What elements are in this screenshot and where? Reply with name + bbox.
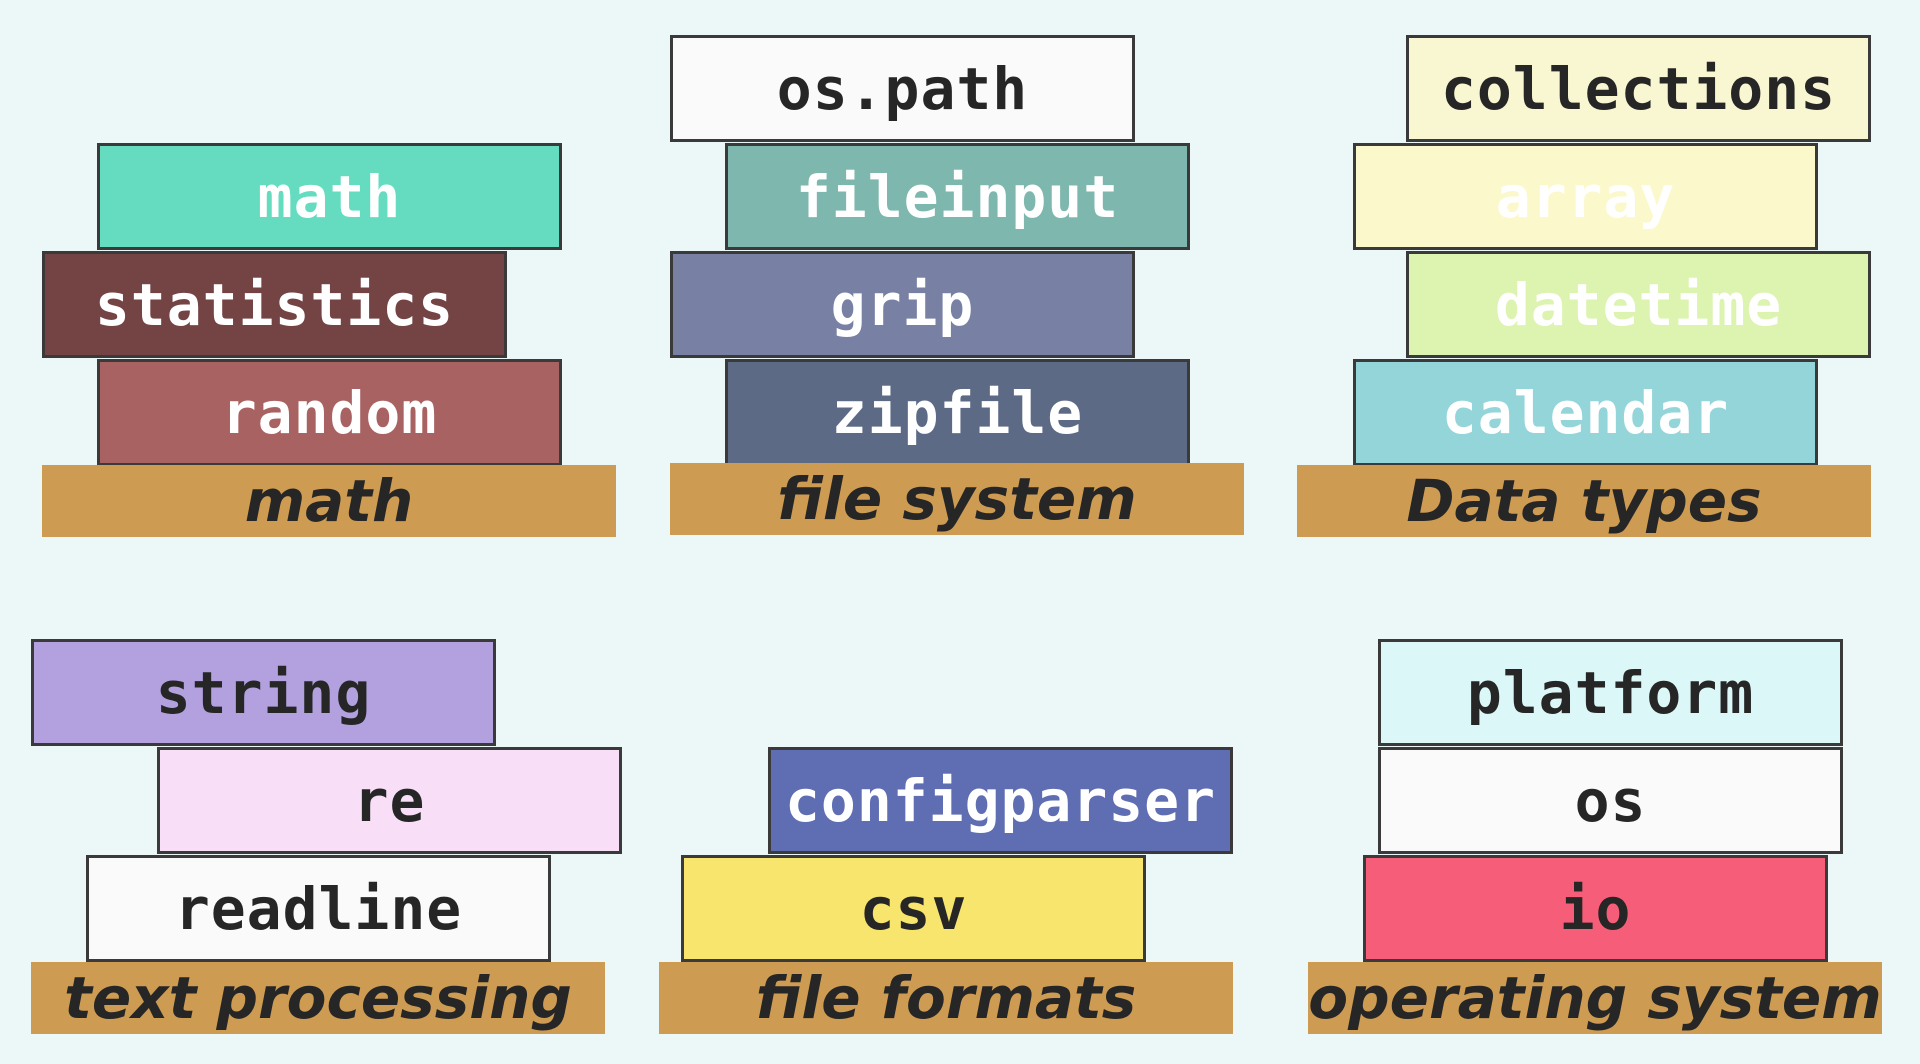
shelf-label: file system xyxy=(670,463,1244,535)
book-fileinput: fileinput xyxy=(725,143,1190,250)
shelf-label: text processing xyxy=(31,962,605,1034)
book-math: math xyxy=(97,143,562,250)
book-io: io xyxy=(1363,855,1828,962)
book-collections: collections xyxy=(1406,35,1871,142)
book-calendar: calendar xyxy=(1353,359,1818,466)
book-configparser: configparser xyxy=(768,747,1233,854)
shelf-label: math xyxy=(42,465,616,537)
book-re: re xyxy=(157,747,622,854)
book-csv: csv xyxy=(681,855,1146,962)
shelf-label: Data types xyxy=(1297,465,1871,537)
book-array: array xyxy=(1353,143,1818,250)
book-string: string xyxy=(31,639,496,746)
book-random: random xyxy=(97,359,562,466)
book-datetime: datetime xyxy=(1406,251,1871,358)
book-platform: platform xyxy=(1378,639,1843,746)
book-grip: grip xyxy=(670,251,1135,358)
book-os-path: os.path xyxy=(670,35,1135,142)
book-readline: readline xyxy=(86,855,551,962)
book-os: os xyxy=(1378,747,1843,854)
shelf-label: file formats xyxy=(659,962,1233,1034)
book-zipfile: zipfile xyxy=(725,359,1190,466)
shelf-label: operating system xyxy=(1308,962,1882,1034)
book-statistics: statistics xyxy=(42,251,507,358)
